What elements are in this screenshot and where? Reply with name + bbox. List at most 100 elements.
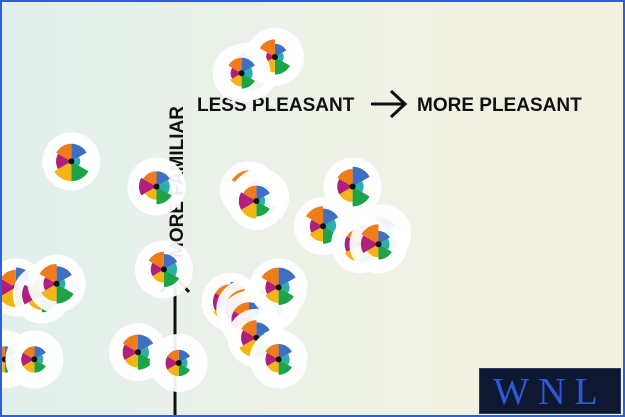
point-wedge <box>178 363 191 377</box>
point-center-dot <box>135 349 141 356</box>
wnl-watermark: WNL <box>479 368 621 414</box>
point-wedge <box>267 359 279 373</box>
point-wedge <box>323 219 337 233</box>
data-point <box>212 44 271 103</box>
point-wedge <box>305 206 323 227</box>
point-wedge <box>156 186 172 205</box>
point-wedge <box>278 267 296 288</box>
point-wedge <box>265 344 279 360</box>
point-wedge <box>241 57 255 74</box>
point-wedge <box>278 344 292 360</box>
data-point <box>349 215 408 274</box>
data-point <box>149 334 208 392</box>
point-wedge <box>243 185 257 201</box>
point-wedge <box>156 180 170 194</box>
point-wedge <box>152 269 164 283</box>
point-wedge <box>143 171 157 187</box>
point-wedge <box>23 346 35 360</box>
point-wedge <box>167 363 179 377</box>
point-wedge <box>43 277 57 291</box>
point-wedge <box>230 67 242 79</box>
point-wedge <box>122 344 138 360</box>
point-wedge <box>241 73 255 89</box>
point-wedge <box>256 322 270 338</box>
point-wedge <box>274 43 287 57</box>
point-wedge <box>71 157 81 166</box>
point-center-dot <box>160 266 167 273</box>
point-wedge <box>378 238 390 250</box>
x-axis-label-high: MORE PLEASANT <box>417 95 582 116</box>
point-wedge <box>163 269 180 287</box>
point-wedge <box>138 177 157 196</box>
x-axis-arrow <box>389 89 408 119</box>
point-wedge <box>266 52 275 62</box>
point-wedge <box>56 153 72 170</box>
point-wedge <box>122 334 138 353</box>
point-wedge <box>156 171 170 187</box>
point-wedge <box>352 181 364 193</box>
point-wedge <box>0 269 16 288</box>
point-center-dot <box>320 223 326 230</box>
point-center-dot <box>375 241 382 248</box>
point-wedge <box>378 231 390 245</box>
point-wedge <box>150 262 164 276</box>
point-wedge <box>34 346 46 360</box>
point-wedge <box>163 262 178 276</box>
point-wedge <box>265 280 279 294</box>
data-point <box>323 157 382 216</box>
data-point <box>27 254 86 313</box>
point-wedge <box>274 52 284 62</box>
data-point <box>134 240 193 299</box>
point-wedge <box>0 278 16 297</box>
point-wedge <box>278 359 292 375</box>
point-wedge <box>339 186 353 202</box>
point-wedge <box>230 73 242 87</box>
point-wedge <box>367 244 379 258</box>
point-center-dot <box>31 356 38 363</box>
point-wedge <box>39 264 57 284</box>
point-wedge <box>378 244 392 260</box>
point-wedge <box>259 39 275 57</box>
point-wedge <box>145 186 157 200</box>
data-point <box>227 172 286 230</box>
point-wedge <box>124 352 138 368</box>
point-wedge <box>352 166 370 187</box>
point-wedge <box>165 356 179 370</box>
point-wedge <box>138 346 149 358</box>
point-center-dot <box>253 198 260 204</box>
point-wedge <box>361 224 379 245</box>
point-center-dot <box>271 54 278 60</box>
point-wedge <box>41 283 57 302</box>
data-point <box>42 132 101 191</box>
point-wedge <box>148 251 164 270</box>
point-wedge <box>256 196 266 206</box>
point-wedge <box>278 281 290 293</box>
point-wedge <box>54 161 72 182</box>
point-wedge <box>256 201 270 217</box>
point-center-dot <box>175 360 182 366</box>
point-wedge <box>278 353 290 365</box>
point-wedge <box>23 359 35 373</box>
point-wedge <box>238 192 257 210</box>
point-wedge <box>337 169 353 187</box>
point-wedge <box>352 186 370 207</box>
point-wedge <box>256 185 270 201</box>
point-wedge <box>56 279 66 289</box>
point-wedge <box>265 287 279 303</box>
data-point <box>249 258 308 317</box>
point-center-dot <box>349 183 356 190</box>
point-wedge <box>138 352 154 370</box>
point-center-dot <box>153 183 160 190</box>
point-wedge <box>138 334 154 353</box>
point-wedge <box>163 254 178 270</box>
point-wedge <box>178 349 191 363</box>
data-point <box>249 330 308 389</box>
points-layer <box>0 28 412 392</box>
point-wedge <box>323 208 339 227</box>
x-axis-label-low: LESS PLEASANT <box>197 95 355 116</box>
data-point <box>294 197 352 256</box>
point-wedge <box>56 143 72 162</box>
point-center-dot <box>275 284 282 291</box>
